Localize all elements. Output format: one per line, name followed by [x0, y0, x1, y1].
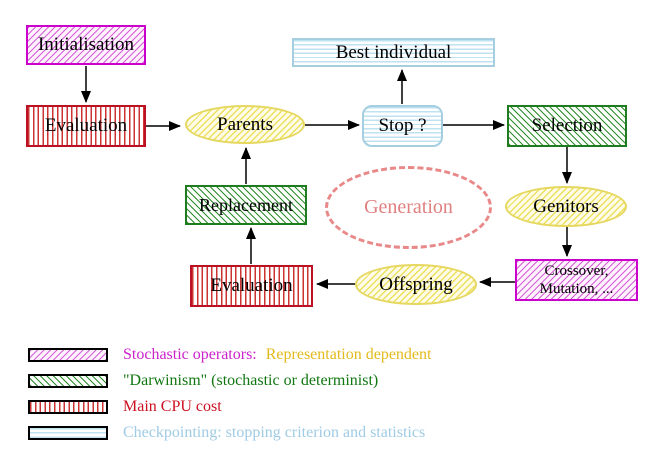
node-genitors: Genitors	[505, 186, 627, 227]
legend-swatch-cpu	[28, 400, 108, 414]
legend-row-stochastic: Stochastic operators: Representation dep…	[28, 346, 432, 363]
generation-cycle-ellipse: Generation	[325, 166, 492, 249]
legend-swatch-stochastic	[28, 348, 108, 362]
legend-label-cpu: Main CPU cost	[123, 398, 222, 415]
node-offspring: Offspring	[355, 264, 477, 305]
legend-label-darwinism: "Darwinism" (stochastic or determinist)	[123, 372, 379, 389]
generation-label: Generation	[364, 196, 453, 218]
legend-label-stochastic: Stochastic operators:	[123, 346, 257, 363]
legend-swatch-checkpointing	[28, 426, 108, 440]
node-initialisation: Initialisation	[26, 25, 146, 65]
legend-label-representation: Representation dependent	[265, 346, 432, 363]
node-parents: Parents	[185, 105, 305, 144]
node-evaluation-top: Evaluation	[26, 105, 146, 147]
node-crossover-mutation: Crossover, Mutation, ...	[515, 259, 638, 301]
crossover-line1: Crossover,	[544, 263, 609, 279]
crossover-line2: Mutation, ...	[539, 281, 614, 297]
node-evaluation-bottom: Evaluation	[190, 265, 313, 307]
legend-label-checkpointing: Checkpointing: stopping criterion and st…	[123, 424, 426, 441]
legend-swatch-darwinism	[28, 374, 108, 388]
node-selection: Selection	[507, 105, 627, 147]
legend-row-checkpointing: Checkpointing: stopping criterion and st…	[28, 424, 426, 441]
node-best-individual: Best individual	[292, 38, 495, 67]
node-stop: Stop ?	[362, 105, 443, 147]
node-replacement: Replacement	[185, 185, 307, 225]
legend-row-cpu: Main CPU cost	[28, 398, 222, 415]
legend-row-darwinism: "Darwinism" (stochastic or determinist)	[28, 372, 379, 389]
